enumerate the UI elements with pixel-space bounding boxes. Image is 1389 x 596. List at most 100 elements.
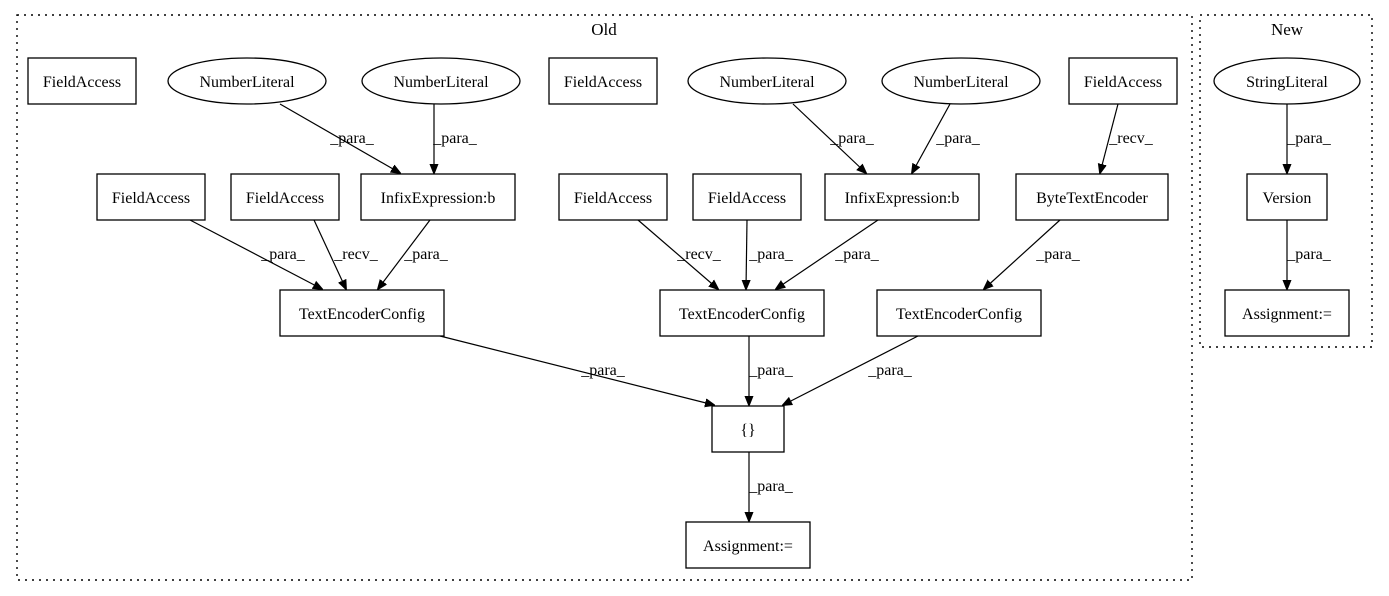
edge-label: _para_ xyxy=(867,362,913,379)
edge-line xyxy=(746,219,747,289)
cluster-old: Old xyxy=(16,14,1193,581)
edge-label: _para_ xyxy=(829,130,875,147)
node-bytetextencoder-byteenc: ByteTextEncoder xyxy=(1015,173,1169,221)
edge-line xyxy=(792,103,866,173)
edge-byteenc-to-tec3: _para_ xyxy=(984,219,1081,289)
node-box xyxy=(1068,57,1178,105)
edge-num3-to-infix2: _para_ xyxy=(792,103,875,173)
edge-line xyxy=(279,103,400,173)
edge-label: _recv_ xyxy=(333,246,379,263)
edge-infix2-to-tec2: _para_ xyxy=(776,219,880,289)
node-label: FieldAccess xyxy=(1084,74,1162,91)
edge-line xyxy=(912,103,951,173)
edge-line xyxy=(1100,103,1119,173)
edge-label: _para_ xyxy=(403,246,449,263)
node-box xyxy=(711,405,785,453)
edge-line xyxy=(439,335,714,405)
edge-label: _recv_ xyxy=(1108,130,1154,147)
node-label: FieldAccess xyxy=(112,190,190,207)
node-label: NumberLiteral xyxy=(199,74,295,91)
node-infixexpression-b-infix1: InfixExpression:b xyxy=(360,173,516,221)
node-label: TextEncoderConfig xyxy=(679,306,805,323)
edge-num4-to-infix2: _para_ xyxy=(912,103,981,173)
edges: _para_ _para_ _para_ _para_ _recv_ _para_ _rec… xyxy=(189,103,1332,521)
node-textencoderconfig-tec3: TextEncoderConfig xyxy=(876,289,1042,337)
edge-line xyxy=(776,219,879,289)
node-label: FieldAccess xyxy=(564,74,642,91)
node-box xyxy=(692,173,802,221)
edge-tec2-to-braces: _para_ xyxy=(748,336,794,405)
edge-line xyxy=(783,335,919,405)
node-label: NumberLiteral xyxy=(719,74,815,91)
node-box xyxy=(685,521,811,569)
edge-fa_d-to-tec2: _para_ xyxy=(746,219,794,289)
edge-line xyxy=(189,219,322,289)
edge-label: _para_ xyxy=(1286,130,1332,147)
edge-label: _para_ xyxy=(432,130,478,147)
edge-strlit-to-version: _para_ xyxy=(1286,104,1332,173)
node-label: Assignment:= xyxy=(703,538,793,555)
edge-label: _para_ xyxy=(329,130,375,147)
edge-line xyxy=(984,219,1061,289)
node-numberliteral-num3: NumberLiteral xyxy=(687,57,847,105)
node-box xyxy=(360,173,516,221)
node-label: NumberLiteral xyxy=(393,74,489,91)
edge-label: _para_ xyxy=(1286,246,1332,263)
node-fieldaccess-fa-d: FieldAccess xyxy=(692,173,802,221)
node-fieldaccess-fa-c: FieldAccess xyxy=(558,173,668,221)
node-label: TextEncoderConfig xyxy=(896,306,1022,323)
node-box xyxy=(1224,289,1350,337)
node-label: FieldAccess xyxy=(246,190,324,207)
edge-line xyxy=(637,219,718,289)
edge-line xyxy=(313,219,346,289)
edge-label: _para_ xyxy=(1035,246,1081,263)
node-assignment-assign-new: Assignment:= xyxy=(1224,289,1350,337)
edge-label: _para_ xyxy=(834,246,880,263)
node-box xyxy=(548,57,658,105)
cluster-new: New xyxy=(1199,14,1373,348)
edge-tec1-to-braces: _para_ xyxy=(439,335,714,405)
edge-fa_a-to-tec1: _para_ xyxy=(189,219,322,289)
node-ellipse xyxy=(167,57,327,105)
node-box xyxy=(1015,173,1169,221)
node-fieldaccess-fa-a: FieldAccess xyxy=(96,173,206,221)
node-ellipse xyxy=(1213,57,1361,105)
node-box xyxy=(279,289,445,337)
edge-fa_c-to-tec2: _recv_ xyxy=(637,219,722,289)
node-label: FieldAccess xyxy=(574,190,652,207)
node-label: StringLiteral xyxy=(1246,74,1328,91)
node-fieldaccess-fa-b: FieldAccess xyxy=(230,173,340,221)
node-box xyxy=(96,173,206,221)
edge-tec3-to-braces: _para_ xyxy=(783,335,919,405)
node-ellipse xyxy=(687,57,847,105)
node-ellipse xyxy=(361,57,521,105)
node-box xyxy=(230,173,340,221)
node-label: FieldAccess xyxy=(708,190,786,207)
node-fieldaccess-fa-iso1: FieldAccess xyxy=(27,57,137,105)
node-box xyxy=(1246,173,1328,221)
edge-line xyxy=(378,219,431,289)
node-label: InfixExpression:b xyxy=(845,190,960,207)
node-box xyxy=(659,289,825,337)
node-stringliteral-strlit: StringLiteral xyxy=(1213,57,1361,105)
edge-fa_b-to-tec1: _recv_ xyxy=(313,219,379,289)
edge-infix1-to-tec1: _para_ xyxy=(378,219,449,289)
node-label: Assignment:= xyxy=(1242,306,1332,323)
edge-num2-to-infix1: _para_ xyxy=(432,104,478,173)
node-version-version: Version xyxy=(1246,173,1328,221)
node-numberliteral-num2: NumberLiteral xyxy=(361,57,521,105)
node-box xyxy=(824,173,980,221)
cluster-old-label: Old xyxy=(591,20,617,39)
node-label: InfixExpression:b xyxy=(381,190,496,207)
edge-num1-to-infix1: _para_ xyxy=(279,103,400,173)
node-numberliteral-num1: NumberLiteral xyxy=(167,57,327,105)
node--braces: {} xyxy=(711,405,785,453)
edge-braces-to-assign_old: _para_ xyxy=(748,452,794,521)
node-box xyxy=(27,57,137,105)
edge-label: _para_ xyxy=(935,130,981,147)
edge-label: _para_ xyxy=(580,362,626,379)
edge-label: _recv_ xyxy=(676,246,722,263)
edge-label: _para_ xyxy=(748,362,794,379)
